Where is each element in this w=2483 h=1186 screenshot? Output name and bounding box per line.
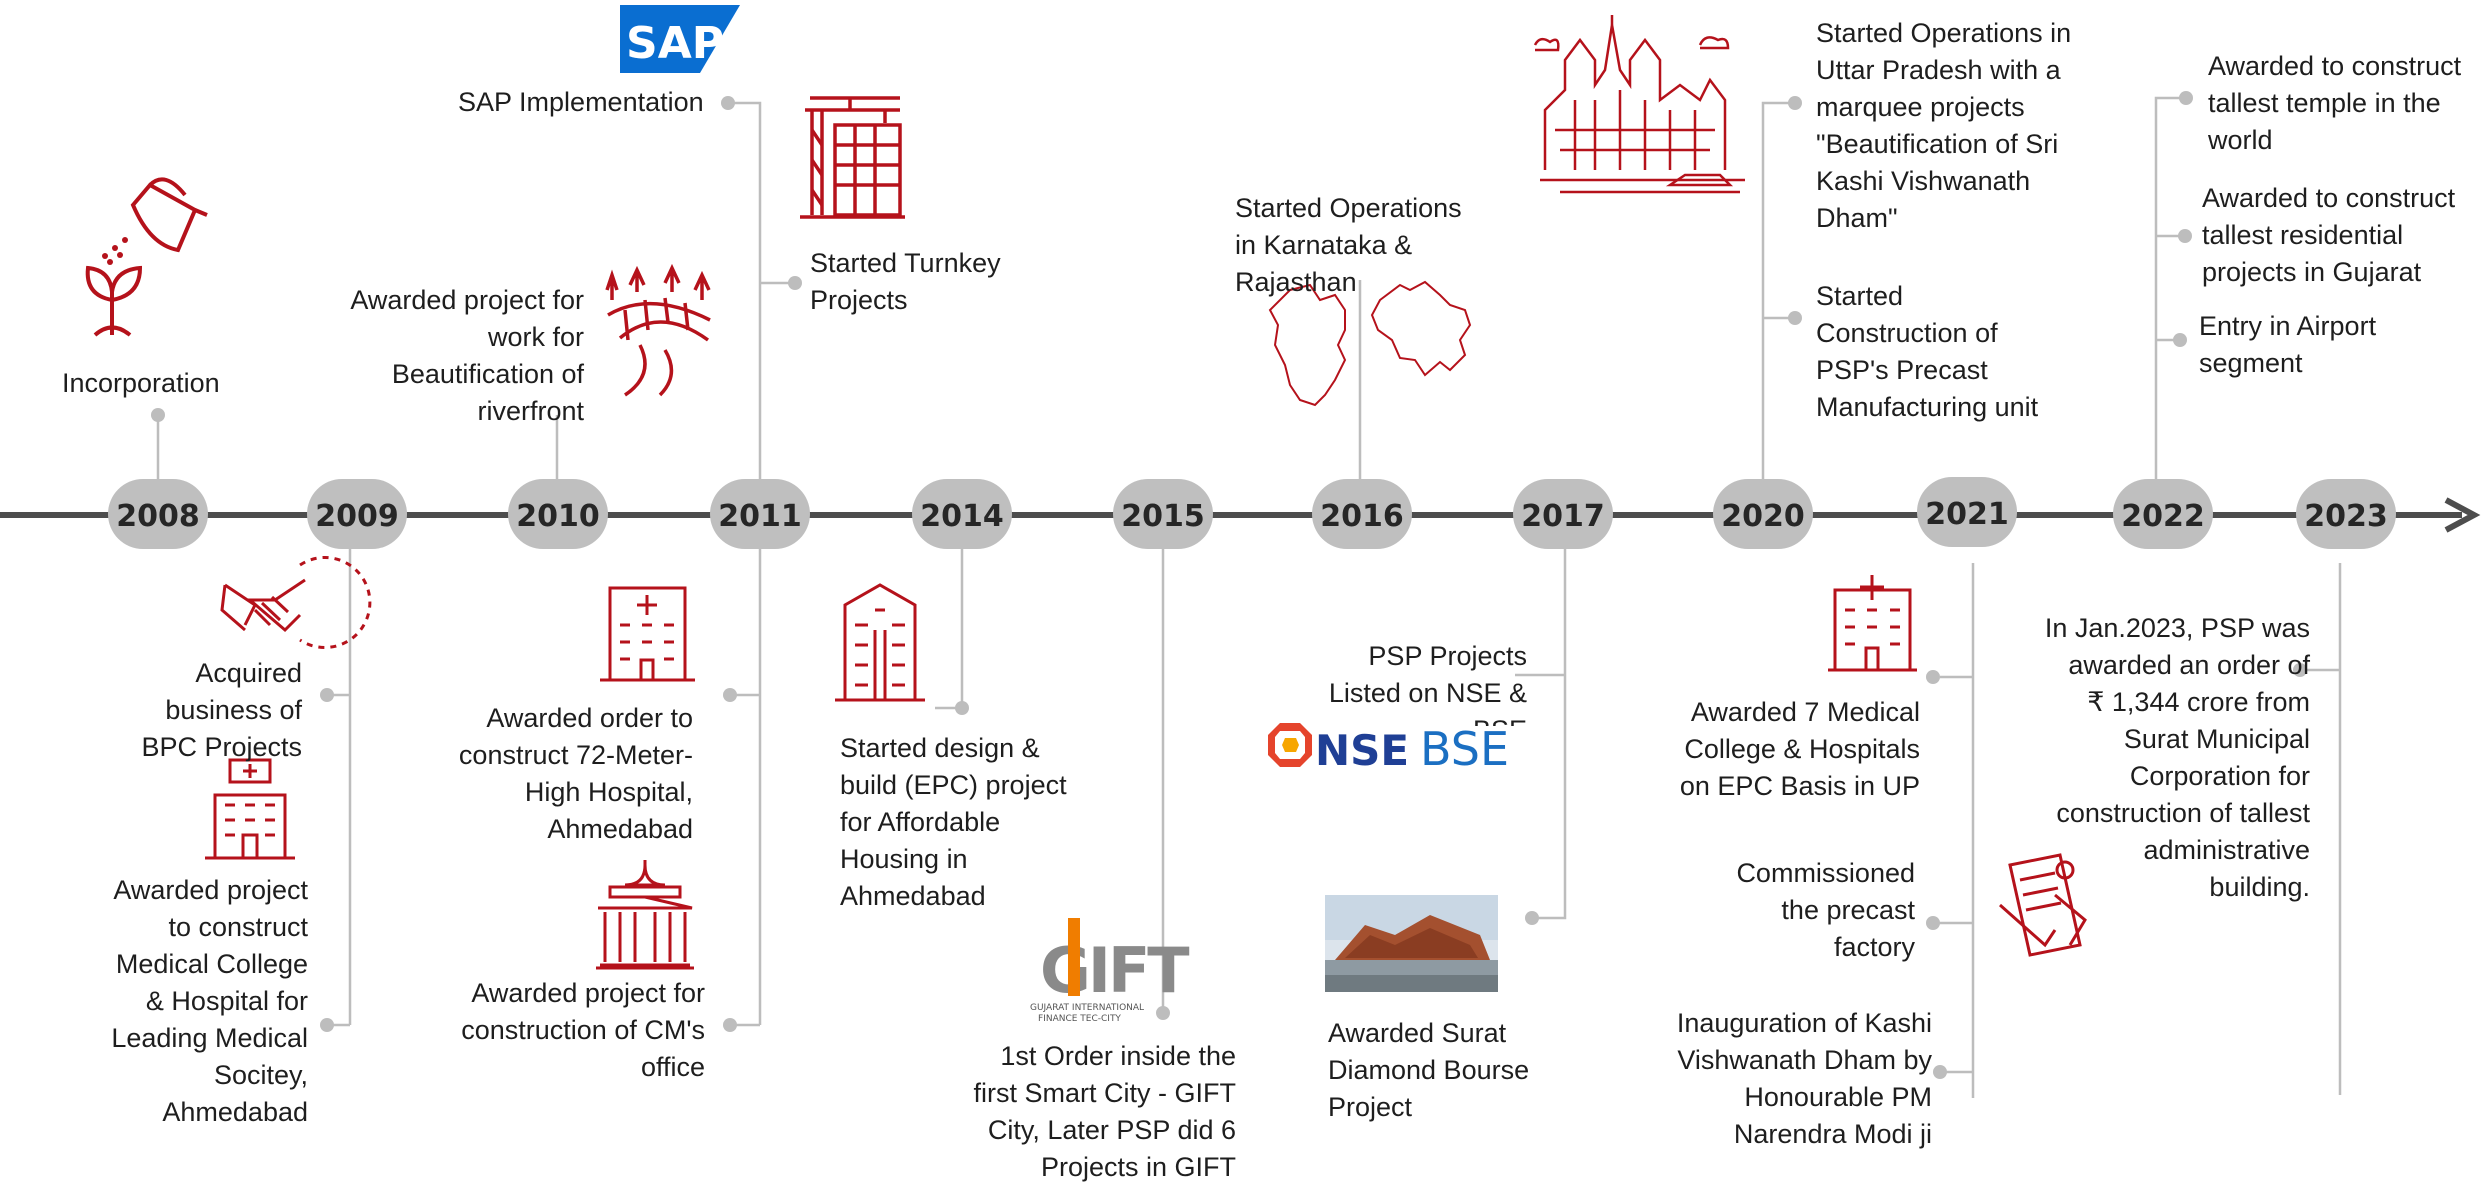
year-pill-2010: 2010 xyxy=(508,479,608,549)
year-pill-2011: 2011 xyxy=(710,479,810,549)
year-label: 2023 xyxy=(2304,499,2388,534)
event-gift-city: 1st Order inside the first Smart City - … xyxy=(973,1041,1237,1182)
year-label: 2011 xyxy=(718,499,802,534)
handshake-icon xyxy=(220,556,372,649)
year-label: 2016 xyxy=(1320,499,1404,534)
event-precast-factory: Commissioned the precast factory xyxy=(1736,858,1915,962)
year-pill-2015: 2015 xyxy=(1113,479,1213,549)
year-pill-2017: 2017 xyxy=(1513,479,1613,549)
event-tallest-residential: Awarded to construct tallest residential… xyxy=(2202,183,2456,287)
year-pill-2020: 2020 xyxy=(1713,479,1813,549)
event-kashi-inauguration: Inauguration of Kashi Vishwanath Dham by… xyxy=(1676,1008,1932,1149)
rajasthan-map-icon xyxy=(1370,280,1472,377)
karnataka-map-icon xyxy=(1268,283,1347,407)
bse-logo: BSE xyxy=(1420,722,1509,776)
watering-can-plant-icon xyxy=(85,177,208,337)
event-sap-implementation: SAP Implementation xyxy=(458,87,704,117)
event-tallest-temple: Awarded to construct tallest temple in t… xyxy=(2208,51,2462,155)
bse-logo-text: BSE xyxy=(1420,722,1509,776)
year-label: 2017 xyxy=(1521,499,1605,534)
hospital-icon xyxy=(205,758,295,860)
event-incorporation: Incorporation xyxy=(62,368,220,398)
bridge-riverfront-icon xyxy=(605,263,711,397)
year-pills: 2008 2009 2010 2011 2014 2015 2016 2017 2020 2021… xyxy=(108,477,2396,549)
year-pill-2022: 2022 xyxy=(2113,479,2213,549)
gift-logo-text: GIFT xyxy=(1040,934,1189,1007)
gift-caption-line1: GUJARAT INTERNATIONAL xyxy=(1030,1003,1144,1013)
gift-city-logo: GIFT GUJARAT INTERNATIONAL FINANCE TEC-C… xyxy=(1030,918,1192,1024)
event-airport: Entry in Airport segment xyxy=(2199,311,2377,378)
event-karnataka-rajasthan: Started Operations in Karnataka & Rajast… xyxy=(1235,193,1462,297)
sap-logo-text: SAP xyxy=(626,18,724,69)
sap-logo: SAP xyxy=(620,5,740,73)
agreement-document-icon xyxy=(1999,853,2087,957)
year-label: 2015 xyxy=(1121,499,1205,534)
connectors xyxy=(156,96,2342,1098)
year-label: 2022 xyxy=(2121,499,2205,534)
temple-city-icon xyxy=(1533,15,1745,194)
year-label: 2009 xyxy=(315,499,399,534)
event-medical-up: Awarded 7 Medical College & Hospitals on… xyxy=(1679,697,1920,801)
diamond-bourse-photo xyxy=(1325,895,1498,992)
event-uttar-pradesh: Started Operations in Uttar Pradesh with… xyxy=(1816,18,2072,233)
year-label: 2021 xyxy=(1925,497,2009,532)
domed-government-building-icon xyxy=(596,860,694,970)
year-pill-2023: 2023 xyxy=(2296,479,2396,549)
year-label: 2014 xyxy=(920,499,1004,534)
event-medical-college: Awarded project to construct Medical Col… xyxy=(111,875,308,1127)
year-pill-2008: 2008 xyxy=(108,479,208,549)
event-cm-office: Awarded project for construction of CM's… xyxy=(461,978,705,1082)
event-listed: PSP Projects Listed on NSE & BSE xyxy=(1328,641,1527,726)
event-precast-unit: Started Construction of PSP's Precast Ma… xyxy=(1816,281,2039,422)
year-pill-2014: 2014 xyxy=(912,479,1012,549)
year-pill-2009: 2009 xyxy=(307,479,407,549)
nse-logo: NSE xyxy=(1268,723,1409,775)
hospital-icon xyxy=(600,586,695,682)
gift-caption-line2: FINANCE TEC-CITY xyxy=(1038,1014,1121,1024)
event-hospital-72m: Awarded order to construct 72-Meter- Hig… xyxy=(458,703,693,844)
timeline-arrowhead xyxy=(2444,497,2481,533)
year-pill-2016: 2016 xyxy=(1312,479,1412,549)
event-epc-housing: Started design & build (EPC) project for… xyxy=(840,733,1067,911)
nse-logo-text: NSE xyxy=(1315,726,1409,775)
year-label: 2010 xyxy=(516,499,600,534)
event-surat-order: In Jan.2023, PSP was awarded an order of… xyxy=(2044,613,2310,902)
event-turnkey: Started Turnkey Projects xyxy=(810,248,1001,315)
connector-dots xyxy=(151,91,2307,1079)
event-diamond-bourse: Awarded Surat Diamond Bourse Project xyxy=(1328,1018,1530,1122)
year-label: 2020 xyxy=(1721,499,1805,534)
apartment-building-icon xyxy=(835,583,925,702)
year-pill-2021: 2021 xyxy=(1917,477,2017,547)
event-riverfront: Awarded project for work for Beautificat… xyxy=(350,285,584,426)
event-bpc: Acquired business of BPC Projects xyxy=(141,658,302,762)
year-label: 2008 xyxy=(116,499,200,534)
hospital-icon xyxy=(1828,575,1917,672)
construction-crane-icon xyxy=(800,96,905,219)
